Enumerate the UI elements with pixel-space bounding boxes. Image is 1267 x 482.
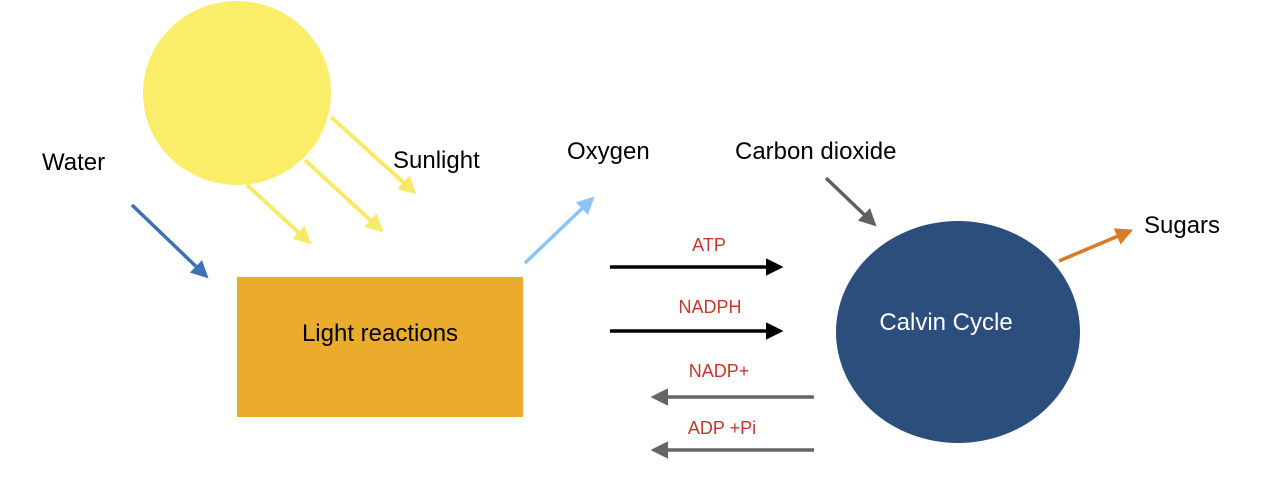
sun-ray-arrow	[303, 158, 384, 233]
sugars-label: Sugars	[1144, 212, 1220, 239]
carbon-dioxide-label: Carbon dioxide	[735, 138, 896, 165]
calvin-cycle-label: Calvin Cycle	[879, 309, 1012, 336]
adp-pi-label: ADP +Pi	[688, 418, 756, 438]
sugars-arrow	[1058, 228, 1134, 263]
sun-ray-arrow	[245, 183, 312, 245]
water-label: Water	[42, 149, 105, 176]
sunlight-label: Sunlight	[393, 147, 480, 174]
oxygen-label: Oxygen	[567, 138, 650, 165]
atp-label: ATP	[692, 235, 726, 255]
carbon-dioxide-arrow	[824, 176, 877, 227]
calvin-cycle-circle	[836, 221, 1080, 443]
sun-icon	[143, 1, 331, 185]
sun-ray-arrow	[329, 115, 417, 195]
water-arrow	[130, 203, 209, 279]
nadph-label: NADPH	[678, 297, 741, 317]
light-reactions-label: Light reactions	[302, 320, 458, 347]
oxygen-arrow	[523, 196, 595, 265]
nadp-plus-label: NADP+	[689, 361, 750, 381]
sunlight-rays	[245, 115, 417, 245]
light-reactions-box	[237, 277, 523, 417]
